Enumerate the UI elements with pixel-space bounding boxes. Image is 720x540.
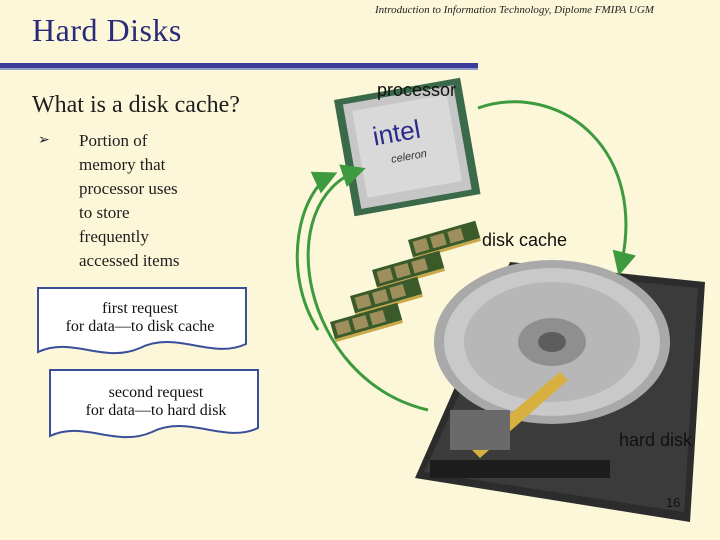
arrow-processor-to-disk <box>477 100 636 276</box>
callout-first-box <box>37 287 247 355</box>
arrow-disk-to-processor <box>306 164 429 412</box>
slide-title: Hard Disks <box>32 12 182 48</box>
title-divider-accent <box>0 68 478 70</box>
course-header-note: Introduction to Information Technology, … <box>375 4 654 16</box>
bullet-arrow-icon: ➢ <box>38 132 50 148</box>
title-divider <box>0 63 478 68</box>
callout-first-text: first request for data—to disk cache <box>65 300 215 335</box>
page-number: 16 <box>666 495 681 510</box>
disk-cache-label: disk cache <box>482 230 568 250</box>
callout-second-box <box>49 369 259 439</box>
memory-chips-illustration <box>330 220 482 343</box>
hard-disk-illustration <box>415 260 705 522</box>
processor-label: processor <box>377 80 457 100</box>
callout-second-text: second request for data—to hard disk <box>85 384 227 419</box>
bullet-text: Portion of memory that processor uses to… <box>79 131 180 270</box>
data-flow-arrows <box>295 100 636 412</box>
arrow-cache-request <box>295 171 338 331</box>
question-heading: What is a disk cache? <box>32 92 240 118</box>
hard-disk-label: hard disk <box>619 430 693 450</box>
processor-chip-illustration: intel celeron <box>334 77 481 217</box>
